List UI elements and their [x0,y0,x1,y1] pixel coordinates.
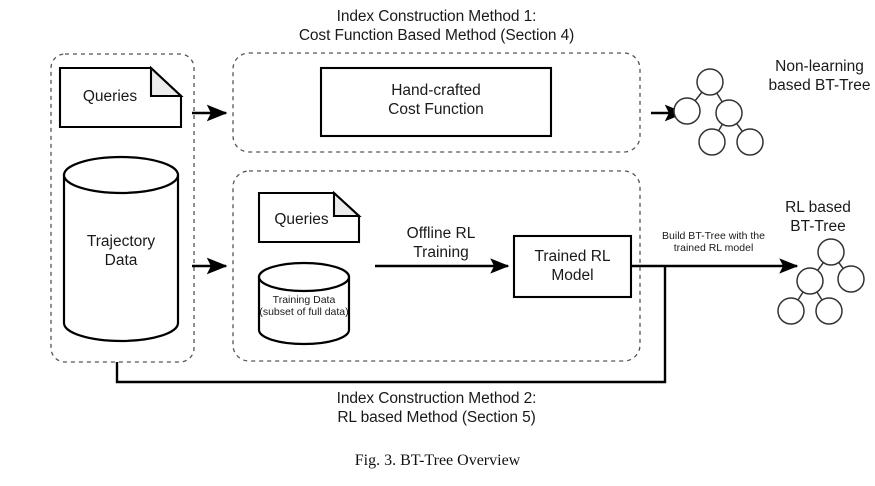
queries-label-method2: Queries [274,211,329,228]
method2-container [232,170,641,362]
method1-title: Index Construction Method 1: Cost Functi… [298,8,575,44]
trajectory-data-cylinder-shape [62,155,180,343]
rl-based-bt-tree-graphic [777,238,865,325]
cost-function-label: Hand-crafted Cost Function [388,82,484,118]
method2-title: Index Construction Method 2: RL based Me… [336,390,537,426]
offline-rl-training-label: Offline RL Training [406,225,476,261]
non-learning-bt-tree-graphic [673,68,764,156]
training-data-cylinder-shape [257,261,351,346]
queries-document-shape [58,65,184,129]
training-data-label: Training Data (subset of full data) [259,294,349,319]
feedback-loop-line [115,266,667,384]
build-bt-tree-label: Build BT-Tree with the trained RL model [662,230,765,255]
trained-rl-model-box [512,234,633,299]
cost-function-box [319,66,553,138]
method1-container [232,52,641,153]
rl-based-bt-tree-label: RL based BT-Tree [785,199,851,236]
trajectory-data-label: Trajectory Data [86,233,156,269]
queries-label: Queries [82,88,138,105]
input-group-container [50,53,195,363]
queries-document-shape-method2 [257,190,362,244]
trained-rl-model-label: Trained RL Model [534,248,611,284]
figure-caption: Fig. 3. BT-Tree Overview [354,452,521,469]
non-learning-bt-tree-label: Non-learning based BT-Tree [768,58,871,95]
